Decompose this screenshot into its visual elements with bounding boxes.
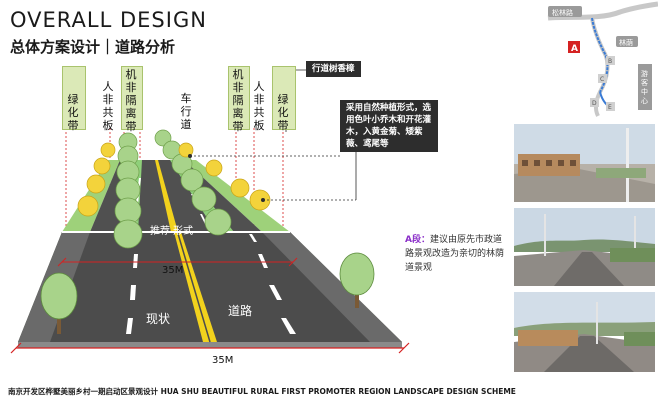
- road-text-current-left: 现状: [146, 312, 170, 326]
- road-text-recommended: 推荐 形式: [150, 224, 193, 237]
- title-cn: 总体方案设计｜道路分析: [10, 38, 176, 56]
- label-carriageway: 车行道: [180, 92, 192, 131]
- dimension-upper-label: 35M: [162, 265, 183, 276]
- verge-left: [62, 160, 120, 232]
- dimension-lower: [10, 342, 410, 354]
- trees-flowering-right: [178, 142, 271, 211]
- label-separator-right: 机非隔离带: [232, 68, 244, 133]
- label-separator-left: 机非隔离带: [125, 68, 137, 133]
- map-road-side: 林荫: [619, 38, 633, 47]
- label-sidewalk-right: 人非共板: [253, 80, 265, 132]
- road-text-current-right: 道路: [228, 303, 252, 318]
- segment-a-description: A段：建议由原先市政道路景观改造为亲切的林荫道景观: [405, 233, 505, 275]
- label-green-belt-right: 绿化带: [277, 93, 289, 132]
- photo-street-1: [514, 124, 655, 202]
- map-marker-a: A: [571, 44, 578, 54]
- title-en: OVERALL DESIGN: [10, 8, 207, 32]
- tree-foreground-right: [339, 252, 375, 308]
- segment-a-tag: A段：: [405, 235, 430, 245]
- curb-face: [18, 342, 402, 348]
- segment-a-text: 建议由原先市政道路景观改造为亲切的林荫道景观: [405, 235, 505, 273]
- label-box-green-left: [62, 66, 86, 130]
- label-box-separator-left: [121, 66, 143, 130]
- trees-flowering-left: [77, 142, 116, 217]
- map-right-label: 游客中心: [641, 70, 648, 105]
- dimension-upper: [57, 257, 298, 267]
- location-map: 松林路 林荫 A B C D E: [540, 0, 658, 120]
- center-line-near: [174, 232, 217, 342]
- callout-tree-type: 行道树香樟: [306, 61, 361, 77]
- tree-foreground-left: [40, 272, 78, 334]
- map-road-top: 松林路: [552, 8, 573, 17]
- photo-street-2: [514, 208, 655, 286]
- label-sidewalk-left: 人非共板: [102, 80, 114, 132]
- label-box-separator-right: [228, 66, 250, 130]
- svg-text:D: D: [592, 100, 597, 107]
- center-line-far: [155, 160, 178, 232]
- label-green-belt-left: 绿化带: [67, 93, 79, 132]
- photo-street-3: [514, 292, 655, 372]
- trees-separator-right: [154, 129, 232, 236]
- trees-separator-left: [113, 132, 143, 249]
- svg-text:C: C: [600, 76, 604, 83]
- dimension-lower-label: 35M: [212, 355, 233, 366]
- footer-caption: 南京开发区桦墅美丽乡村一期启动区景观设计 HUA SHU BEAUTIFUL R…: [8, 387, 516, 396]
- svg-text:B: B: [608, 58, 612, 65]
- callout-planting: 采用自然种植形式，选用色叶小乔木和开花灌木，入黄金菊、矮紫薇、鸢尾等: [340, 100, 438, 152]
- svg-text:E: E: [608, 104, 612, 111]
- label-box-green-right: [272, 66, 296, 130]
